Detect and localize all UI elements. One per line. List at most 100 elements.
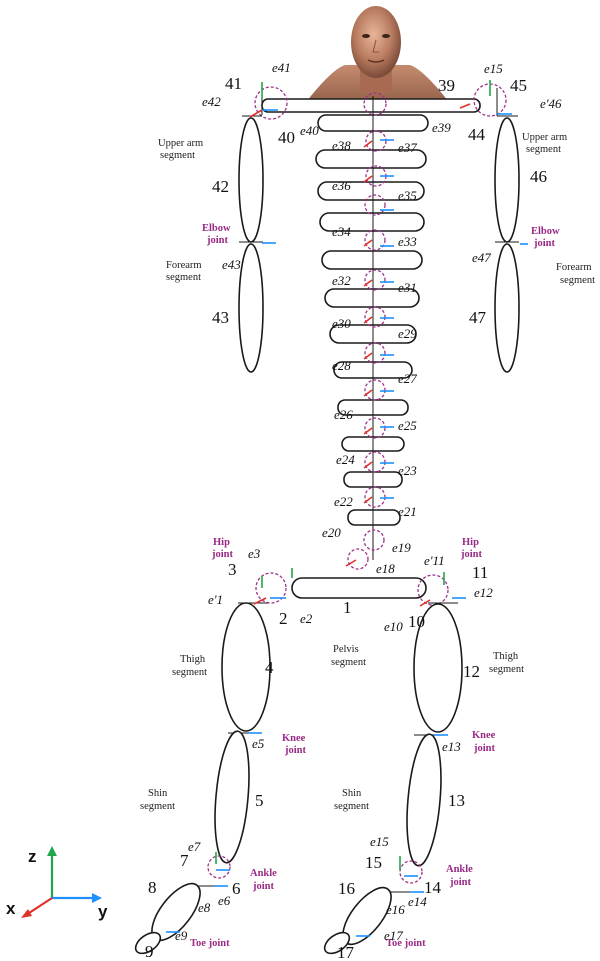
joint-label: joint: [533, 238, 556, 249]
segment-label: segment: [166, 272, 201, 283]
vector-label: e36: [332, 178, 351, 193]
segment-number: 5: [255, 791, 264, 810]
segment-number: 12: [463, 662, 480, 681]
segment-number: 11: [472, 563, 488, 582]
vector-label: e29: [398, 326, 417, 341]
joint-label: Elbow: [202, 223, 231, 234]
segment-label: Thigh: [493, 651, 519, 662]
vector-label: e26: [334, 407, 353, 422]
vector-label: e2: [300, 611, 313, 626]
shoulder-segment: [262, 99, 480, 112]
segment-number: 46: [530, 167, 547, 186]
vector-label: e31: [398, 280, 417, 295]
joint-label: joint: [473, 743, 496, 754]
segment-number: 42: [212, 177, 229, 196]
segment-label: segment: [526, 144, 561, 155]
joint-label: joint: [284, 745, 307, 756]
segment-number: 6: [232, 879, 241, 898]
segment-label: segment: [331, 657, 366, 668]
joint-label: Toe joint: [190, 938, 230, 949]
segment-label: Shin: [148, 788, 168, 799]
segment-label: Upper arm: [522, 132, 567, 143]
segment-number: 2: [279, 609, 288, 628]
vector-label: e41: [272, 60, 291, 75]
joint-label: Hip: [462, 537, 479, 548]
vector-label: e12: [474, 585, 493, 600]
vector-label: e19: [392, 540, 411, 555]
vector-label: e7: [188, 839, 201, 854]
coordinate-axes: z y x: [6, 846, 108, 921]
segment-label: segment: [172, 667, 207, 678]
segment-number: 10: [408, 612, 425, 631]
vector-label: e35: [398, 188, 417, 203]
vector-label: e21: [398, 504, 417, 519]
spine-segment: [348, 510, 400, 525]
joint-label: joint: [449, 877, 472, 888]
segment-number: 3: [228, 560, 237, 579]
joint-label: Elbow: [531, 226, 560, 237]
upper-arm-segment-right: [495, 118, 519, 242]
joint-label: joint: [460, 549, 483, 560]
segment-number: 13: [448, 791, 465, 810]
vector-label: e'11: [424, 553, 445, 568]
segment-number: 9: [145, 942, 154, 961]
vector-label: e39: [432, 120, 451, 135]
forearm-segment-right: [495, 244, 519, 372]
vector-label: e38: [332, 138, 351, 153]
vector-label: e28: [332, 358, 351, 373]
vector-label: e34: [332, 224, 351, 239]
vector-label: e8: [198, 900, 211, 915]
segment-label: segment: [334, 801, 369, 812]
vector-label: e32: [332, 273, 351, 288]
axis-label-y: y: [98, 902, 108, 921]
segment-number: 40: [278, 128, 295, 147]
segment-number: 8: [148, 878, 157, 897]
segment-label: Forearm: [556, 262, 592, 273]
vector-label: e5: [252, 736, 265, 751]
segment-label: Shin: [342, 788, 362, 799]
segment-number: 41: [225, 74, 242, 93]
joint-label: joint: [206, 235, 229, 246]
left-arm: [239, 90, 263, 372]
vector-label: e47: [472, 250, 491, 265]
joint-label: Knee: [472, 730, 496, 741]
vector-label: e'46: [540, 96, 562, 111]
vector-label: e15: [484, 61, 503, 76]
segment-number: 4: [265, 658, 274, 677]
joint-label: Ankle: [250, 868, 277, 879]
segment-number: 47: [469, 308, 487, 327]
right-arm: [495, 88, 519, 372]
joint-label: Knee: [282, 733, 306, 744]
vector-label: e42: [202, 94, 221, 109]
thigh-segment-left: [222, 603, 270, 731]
segment-label: Pelvis: [333, 644, 359, 655]
vector-label: e10: [384, 619, 403, 634]
joint-label: Ankle: [446, 864, 473, 875]
segment-label: Upper arm: [158, 138, 203, 149]
segment-label: segment: [560, 275, 595, 286]
vector-label: e15: [370, 834, 389, 849]
vector-label: e20: [322, 525, 341, 540]
segment-number: 15: [365, 853, 382, 872]
vector-label: e16: [386, 902, 405, 917]
segment-label: segment: [489, 664, 524, 675]
vector-label: e24: [336, 452, 355, 467]
segment-label: Forearm: [166, 260, 202, 271]
vector-label: e25: [398, 418, 417, 433]
segment-number: 17: [337, 943, 355, 961]
vector-label: e43: [222, 257, 241, 272]
forearm-segment-left: [239, 244, 263, 372]
shin-segment-left: [210, 730, 253, 864]
vector-label: e22: [334, 494, 353, 509]
vector-label: e6: [218, 893, 231, 908]
segment-number: 43: [212, 308, 229, 327]
segment-number: 16: [338, 879, 355, 898]
vector-label: e18: [376, 561, 395, 576]
vector-label: e30: [332, 316, 351, 331]
vector-label: e33: [398, 234, 417, 249]
segment-number: 44: [468, 125, 486, 144]
vector-label: e14: [408, 894, 427, 909]
segment-numbers: 41 40 39 44 45 42 43 46 47 3 2 1 10 11 4…: [145, 74, 547, 961]
segment-number: 39: [438, 76, 455, 95]
pelvis-segment: [292, 578, 426, 598]
